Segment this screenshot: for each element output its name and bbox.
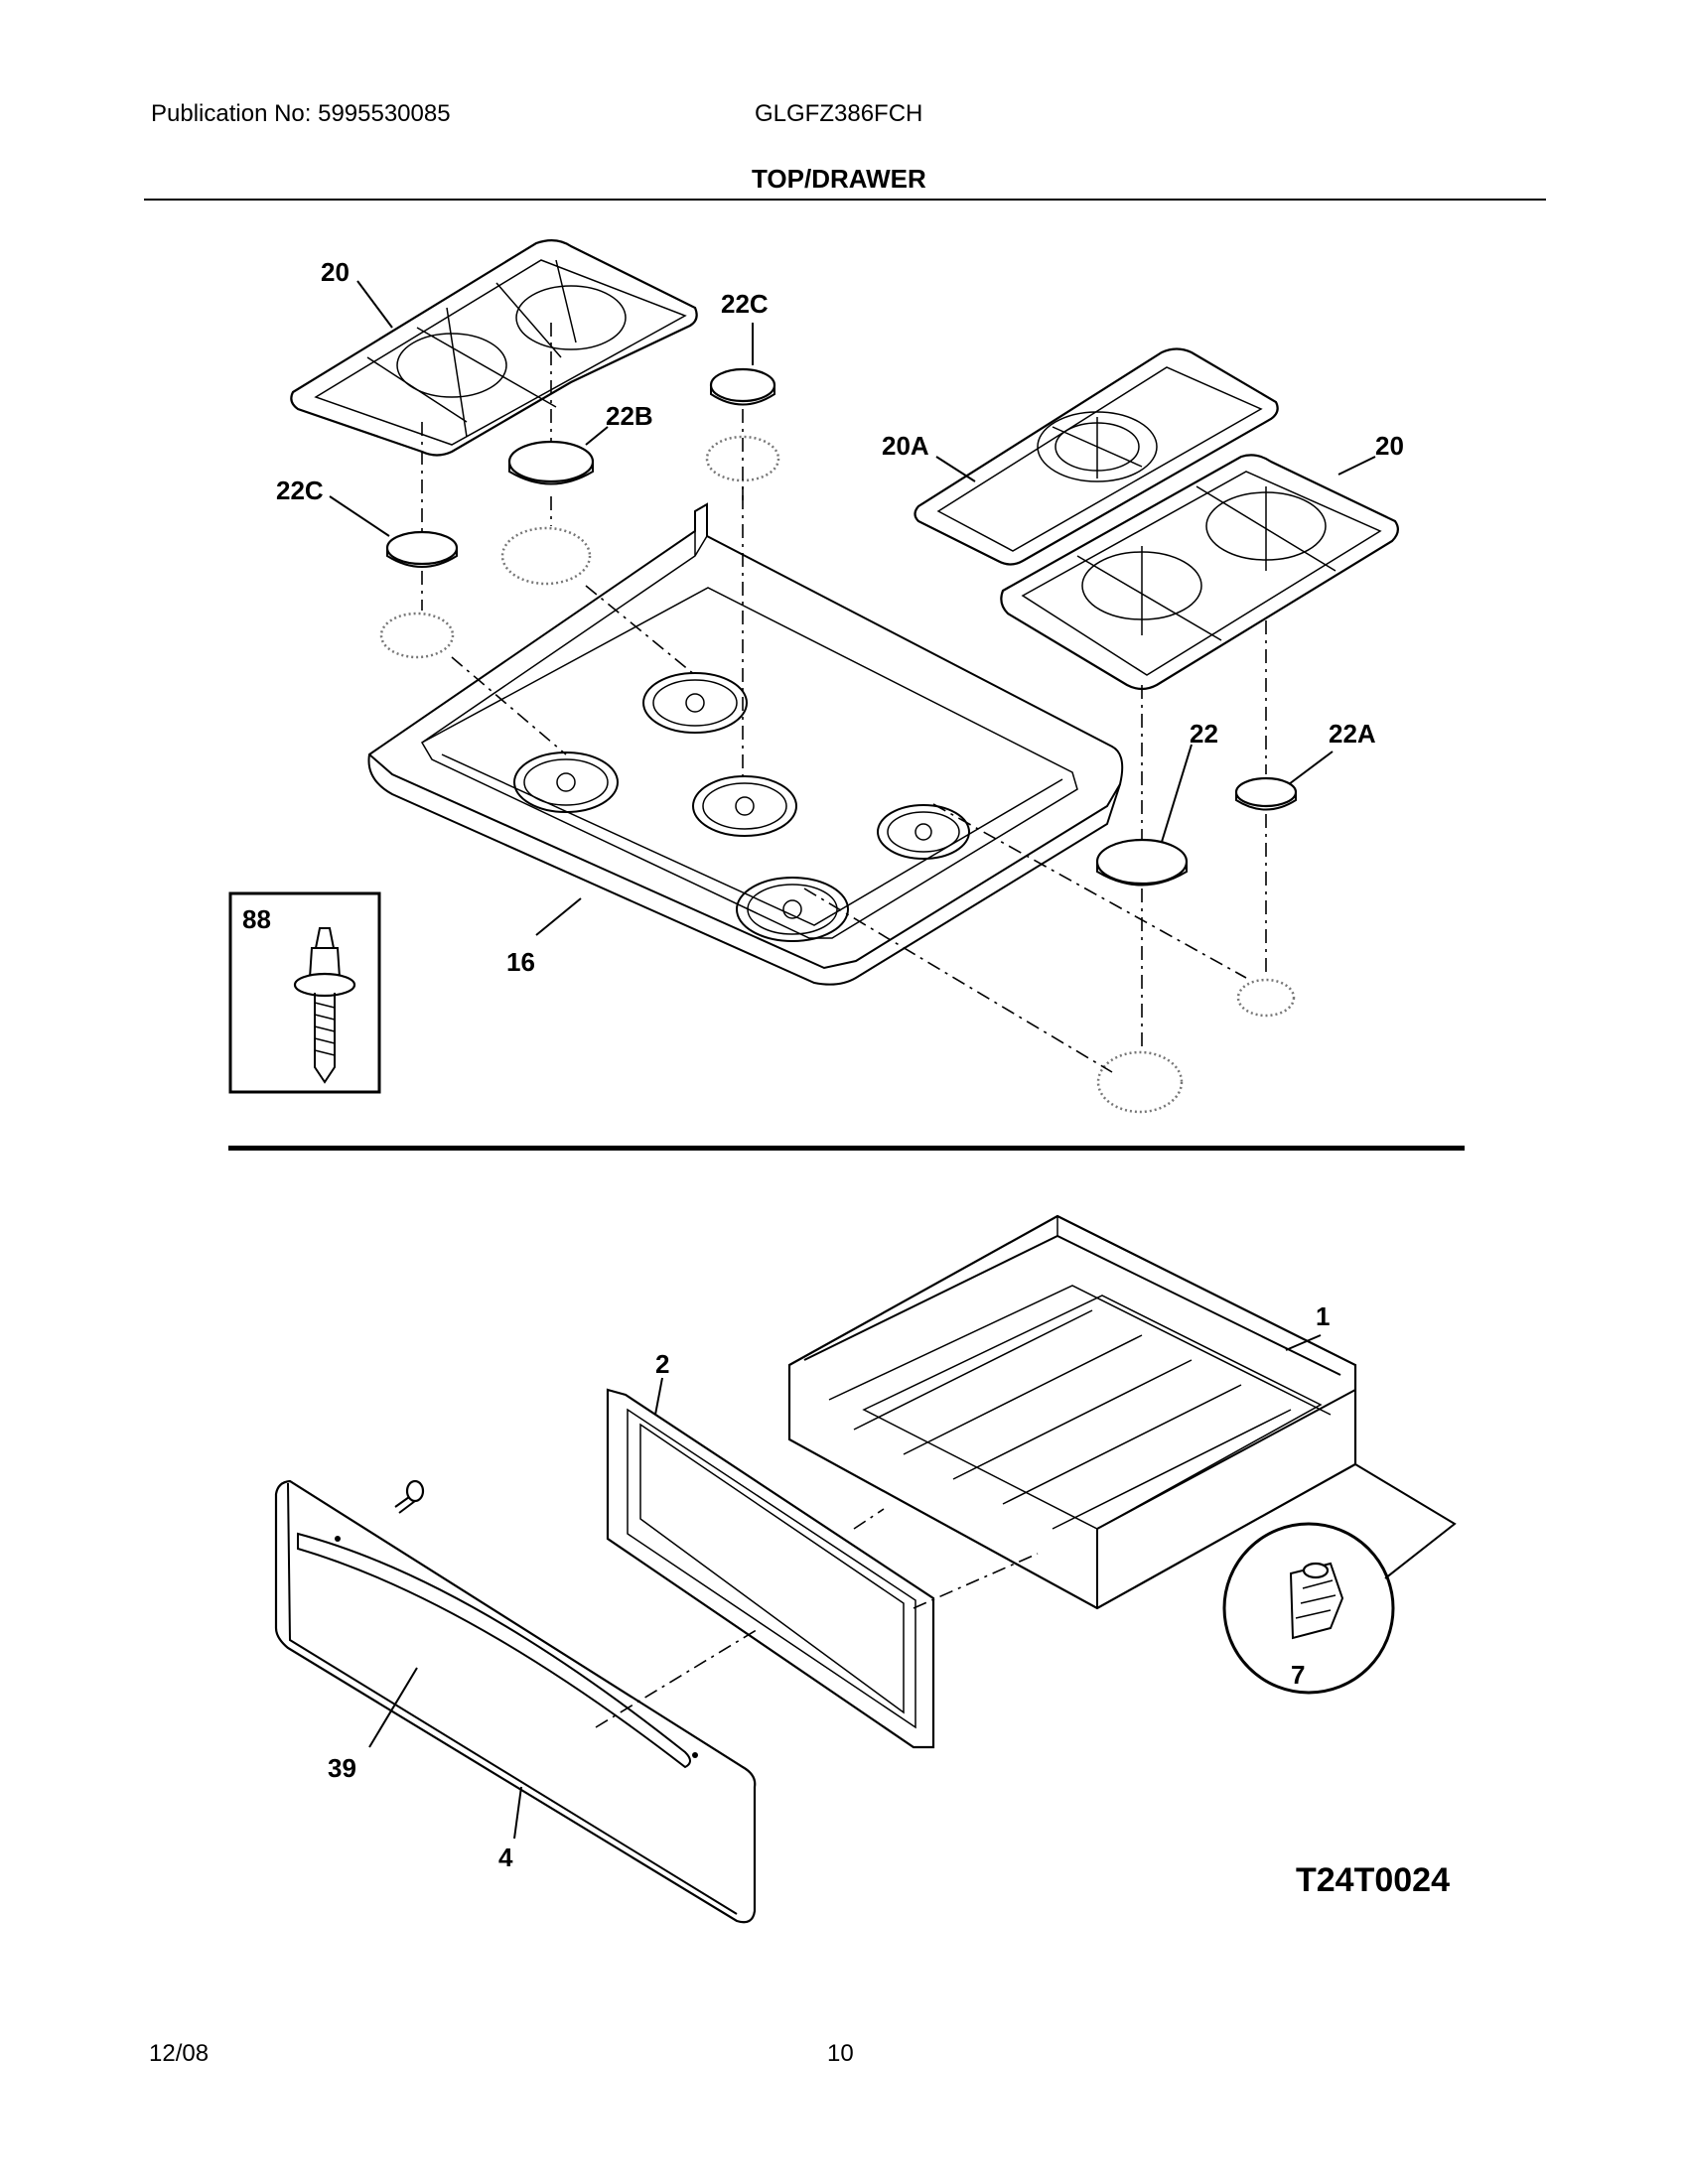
burner-cap-22a [1234, 776, 1298, 811]
callout-22a: 22A [1329, 719, 1376, 749]
grate-20-left [290, 239, 698, 457]
callout-22c-top: 22C [721, 289, 769, 319]
burner-cap-22 [1095, 838, 1189, 887]
callout-22: 22 [1190, 719, 1218, 749]
callout-20-right: 20 [1375, 431, 1404, 461]
callout-88: 88 [242, 904, 271, 934]
cooktop-16 [367, 502, 1124, 986]
figure-code: T24T0024 [1296, 1861, 1450, 1899]
callout-4: 4 [498, 1843, 513, 1872]
assembly-lines-bottom [595, 1508, 1039, 1728]
drawer-panel-2 [606, 1388, 935, 1749]
publication-number: Publication No: 5995530085 [151, 100, 451, 127]
callout-20a: 20A [882, 431, 929, 461]
clip-icon [1289, 1562, 1344, 1640]
callout-1: 1 [1316, 1301, 1330, 1331]
grate-20-right [1000, 454, 1399, 691]
drawer-front-4 [274, 1479, 757, 1924]
leader-lines-top [329, 280, 1376, 936]
model-number: GLGFZ386FCH [755, 100, 923, 127]
burner-cap-22b [507, 440, 595, 485]
section-divider [228, 1146, 1465, 1151]
part-7-detail [1222, 1463, 1457, 1695]
callout-39: 39 [328, 1753, 356, 1783]
callout-16: 16 [506, 947, 535, 977]
footer-date: 12/08 [149, 2040, 210, 2067]
bolt-icon [293, 927, 356, 1084]
callout-2: 2 [655, 1349, 669, 1379]
page-title: TOP/DRAWER [752, 164, 926, 194]
callout-22b: 22B [606, 401, 653, 431]
screw-icon [394, 1479, 425, 1514]
page-number: 10 [827, 2040, 854, 2067]
part-88-box [228, 891, 381, 1094]
header-rule [144, 199, 1546, 201]
assembly-lines-top [421, 323, 1267, 1073]
callout-20-left: 20 [321, 257, 350, 287]
burner-cap-22c-left [385, 530, 459, 568]
leader-lines-bottom [368, 1334, 1322, 1840]
callout-22c-left: 22C [276, 476, 324, 505]
callout-7: 7 [1291, 1660, 1305, 1690]
grate-20a [914, 347, 1279, 566]
burner-cap-22c-center [709, 367, 776, 406]
